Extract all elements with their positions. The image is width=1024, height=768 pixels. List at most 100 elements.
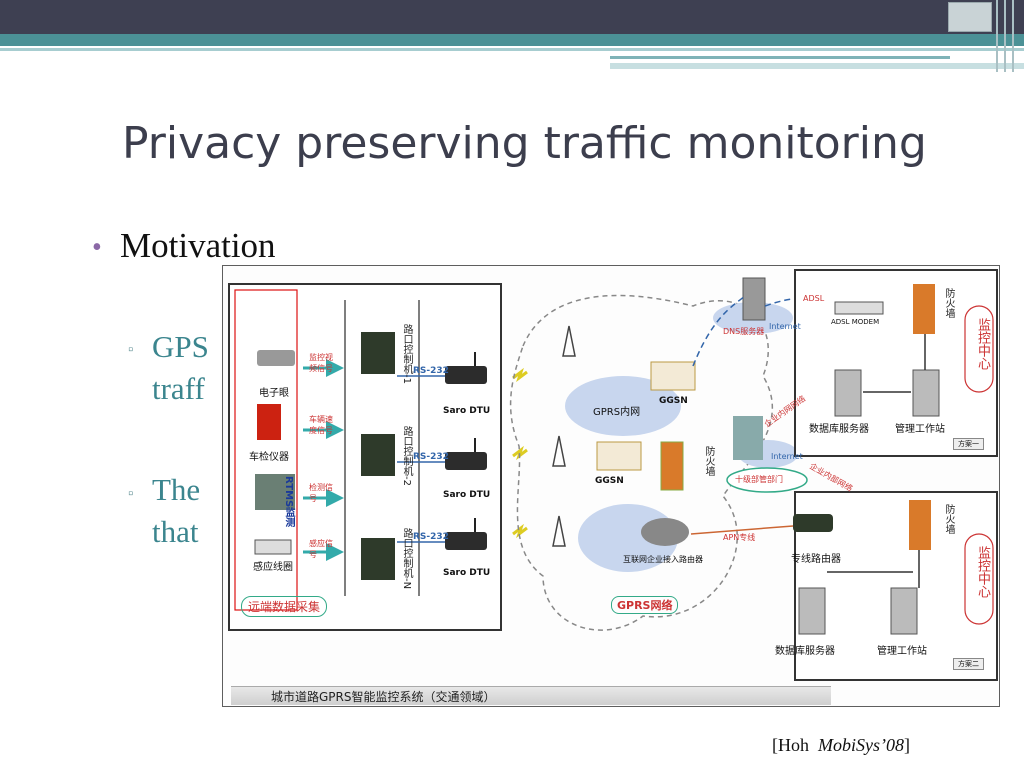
sources-box [234,289,298,611]
tower-icon [552,435,566,467]
dept-label: 十级部管部门 [735,475,783,484]
signal-label-2: 车辆速度信号 [309,415,333,435]
firewall-mid-icon [660,441,684,491]
bullet-dot: • [92,232,102,263]
source-label-camera: 电子眼 [259,388,289,399]
dtu-1-icon [445,366,487,384]
deco-stripe [1012,0,1014,72]
workstation-top-icon [912,369,940,417]
db-server-bottom-label: 数据库服务器 [775,646,835,657]
dtu-label-2: Saro DTU [443,490,491,500]
rs-label-2: RS-232 [413,452,449,462]
rs-label-3: RS-232 [413,532,449,542]
db-server-top-icon [834,369,862,417]
bullet-motivation: Motivation [120,226,276,265]
controller-label-2: 路口控制机-2 [401,426,412,486]
signal-label-4: 感应信号 [309,539,333,559]
router-label: 互联网企业接入路由器 [623,555,703,564]
dtu-2-icon [445,452,487,470]
dtu-label-1: Saro DTU [443,406,491,416]
diagram-caption: 城市道路GPRS智能监控系统（交通领域） [271,690,496,704]
sub-item-1: GPS traff [152,326,209,410]
monitor-center-bottom-label: 监控中心 [975,546,990,598]
sub-item-1-line2: traff [152,371,205,406]
detector-icon [257,404,281,440]
corner-deco-box [948,2,992,32]
accent-line-1 [610,56,950,59]
monitor-center-top-box [794,269,998,457]
top-dark-bar [0,0,1024,34]
controller-n-icon [361,538,395,580]
ggsn-2-label: GGSN [595,476,624,486]
ggsn-1-icon [650,361,696,391]
adsl-modem-icon [834,301,884,315]
rtms-icon [255,474,295,510]
sub-bullet-marker: ▫ [128,486,134,502]
dept-bubble [726,467,808,493]
slide-title: Privacy preserving traffic monitoring [122,118,927,169]
diagram-graphics [228,269,998,681]
citation-author: [Hoh [772,735,809,755]
plan-1-label: 方案一 [953,438,984,450]
signal-label-1: 监控视频信号 [309,353,333,373]
sub-bullet-marker: ▫ [128,342,134,358]
remote-collection-label: 远端数据采集 [241,596,328,617]
top-teal-thin-line [0,48,1024,51]
citation-venue: MobiSys’08 [818,735,904,755]
citation: [Hoh MobiSys’08] [772,735,910,756]
firewall-bottom-icon [909,500,931,550]
internet-label-2: Internet [771,452,803,461]
plan-2-label: 方案二 [953,658,984,670]
accent-line-2 [610,63,1024,69]
source-label-coil: 感应线圈 [253,562,293,573]
monitor-center-bottom-badge [964,533,994,625]
controller-label-n: 路口控制机-N [401,528,412,590]
deco-stripe [1004,0,1006,72]
building-icon [733,416,763,460]
firewall-mid-label: 防火墙 [703,446,714,476]
source-label-rtms: RTMS监测 [283,476,294,528]
dns-server-icon [742,277,766,321]
sub-item-2-line1: The [152,472,201,507]
deco-stripe [996,0,998,72]
db-server-top-label: 数据库服务器 [809,424,869,435]
workstation-bottom-icon [890,587,918,635]
controller-2-icon [361,434,395,476]
sub-item-1-line1: GPS [152,329,209,364]
dtu-label-3: Saro DTU [443,568,491,578]
sub-item-2: The that [152,469,200,553]
gprs-internal-label: GPRS内网 [593,407,641,418]
controller-1-icon [361,332,395,374]
firewall-bottom-label: 防火墙 [943,504,954,534]
gprs-network-label: GPRS网络 [611,596,679,614]
coil-icon [254,539,292,555]
dedicated-router-icon [793,514,833,532]
dtu-3-icon [445,532,487,550]
tower-icon [562,325,576,357]
signal-label-3: 检测信号 [309,483,333,503]
gprs-system-diagram: 电子眼 车检仪器 RTMS监测 感应线圈 监控视频信号 车辆速度信号 检测信号 … [222,265,1000,707]
diagram-caption-bar: 城市道路GPRS智能监控系统（交通领域） [231,686,831,705]
apn-label: APN专线 [723,533,756,542]
monitor-center-top-label: 监控中心 [975,318,990,370]
firewall-top-icon [913,284,935,334]
sub-item-2-line2: that [152,514,199,549]
adsl-modem-label: ADSL MODEM [831,318,880,326]
router-icon [641,518,689,546]
gprs-cloud [509,294,774,631]
tower-icon [552,515,566,547]
top-teal-band [0,34,1024,46]
dedicated-router-label: 专线路由器 [791,554,841,565]
internet-label-1: Internet [769,322,801,331]
db-server-bottom-icon [798,587,826,635]
adsl-label: ADSL [803,294,825,303]
citation-close: ] [903,735,910,755]
firewall-top-label: 防火墙 [943,288,954,318]
dns-label: DNS服务器 [723,327,765,336]
controller-label-1: 路口控制机-1 [401,324,412,384]
source-label-detector: 车检仪器 [249,452,289,463]
monitor-center-top-badge [964,305,994,393]
monitor-center-bottom-box [794,491,998,681]
workstation-bottom-label: 管理工作站 [877,646,927,657]
camera-icon [257,350,295,366]
